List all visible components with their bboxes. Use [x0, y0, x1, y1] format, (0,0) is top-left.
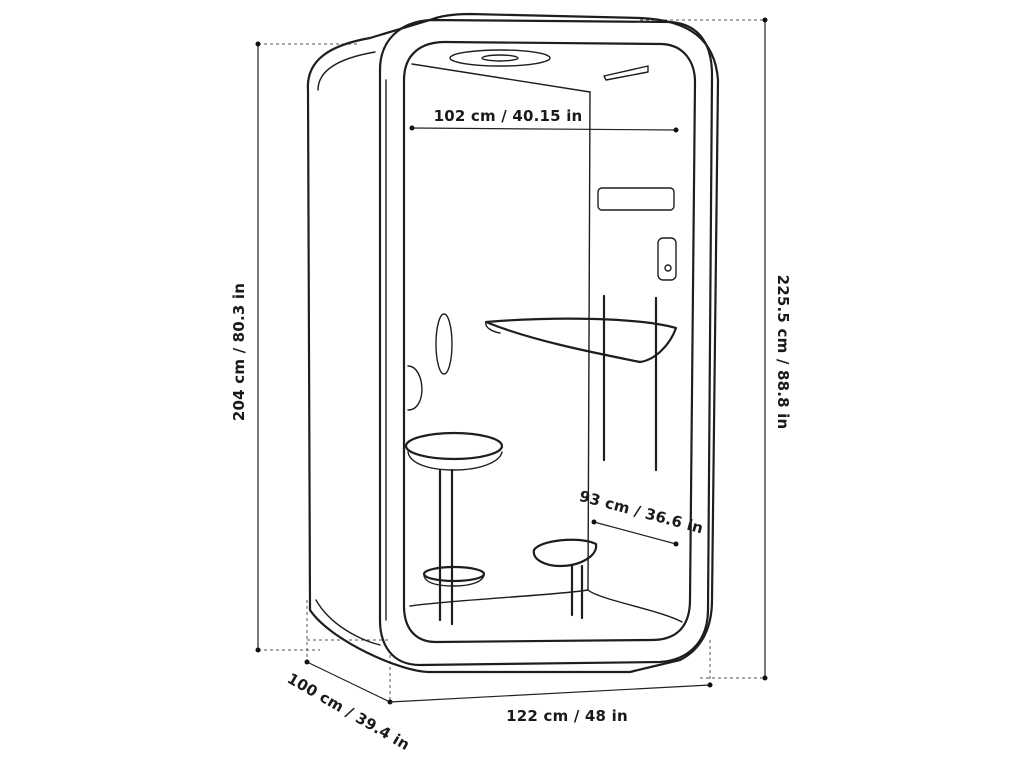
- label-total-height: 225.5 cm / 88.8 in: [774, 275, 792, 430]
- footrest: [532, 538, 598, 620]
- inner-width-dimension-line: [409, 125, 679, 133]
- height-dimension-line: [255, 41, 261, 653]
- label-inner-width: 102 cm / 40.15 in: [434, 107, 583, 125]
- total-height-dimension-line: [762, 17, 768, 681]
- stool: [404, 431, 504, 626]
- label-width: 122 cm / 48 in: [506, 707, 628, 725]
- desk-height-dimension-line: [591, 519, 679, 547]
- booth-shell: [306, 12, 720, 674]
- width-dimension-line: [389, 682, 713, 703]
- label-desk-height: 93 cm / 36.6 in: [577, 487, 705, 537]
- label-height: 204 cm / 80.3 in: [230, 283, 248, 421]
- booth-interior: [407, 49, 683, 623]
- standing-desk: [484, 317, 678, 364]
